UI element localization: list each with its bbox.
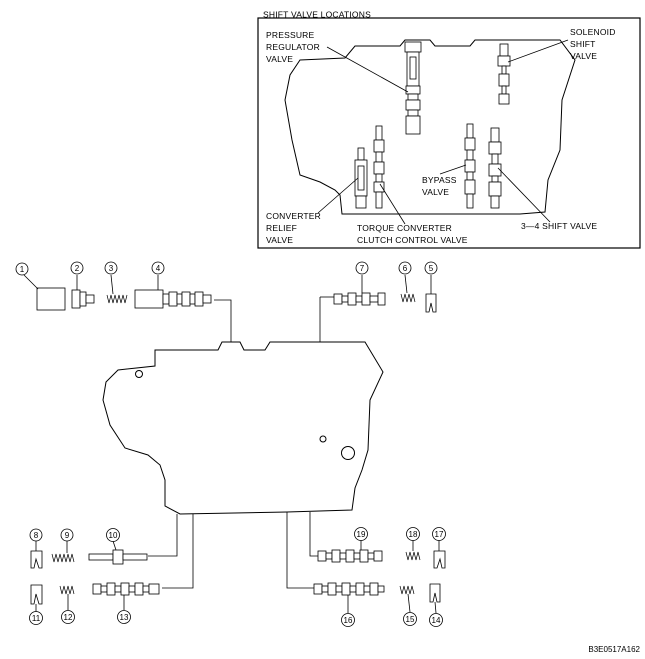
part-4-valve [134, 289, 212, 309]
svg-text:BYPASS: BYPASS [422, 175, 457, 185]
svg-text:VALVE: VALVE [422, 187, 449, 197]
label-torque-converter-clutch-control-valve: TORQUE CONVERTER CLUTCH CONTROL VALVE [357, 223, 468, 245]
callout-19: 19 [354, 527, 368, 541]
part-2-sleeve [71, 289, 95, 309]
svg-text:8: 8 [34, 531, 39, 540]
label-bypass-valve: BYPASS VALVE [422, 175, 457, 197]
callout-10: 10 [106, 528, 120, 542]
svg-text:CONVERTER: CONVERTER [266, 211, 321, 221]
main-body-hole [341, 446, 355, 460]
svg-text:15: 15 [406, 615, 415, 624]
main-valve-body-outline [102, 341, 384, 515]
svg-text:6: 6 [403, 264, 408, 273]
svg-text:7: 7 [360, 264, 365, 273]
svg-text:17: 17 [435, 530, 444, 539]
svg-text:TORQUE CONVERTER: TORQUE CONVERTER [357, 223, 452, 233]
part-1-plug [36, 287, 66, 311]
part-17-cap [433, 550, 446, 569]
part-15-spring [399, 585, 415, 595]
svg-text:SHIFT: SHIFT [570, 39, 596, 49]
part-8-cap [30, 550, 43, 569]
svg-text:RELIEF: RELIEF [266, 223, 297, 233]
svg-text:4: 4 [156, 264, 161, 273]
svg-text:1: 1 [20, 265, 25, 274]
svg-text:REGULATOR: REGULATOR [266, 42, 320, 52]
svg-text:3: 3 [109, 264, 114, 273]
callout-1: 1 [15, 262, 29, 276]
label-3-4-shift-valve: 3—4 SHIFT VALVE [521, 221, 597, 231]
part-18-spring [405, 551, 421, 561]
part-6-spring [400, 293, 416, 303]
svg-text:10: 10 [109, 531, 118, 540]
svg-text:CLUTCH CONTROL VALVE: CLUTCH CONTROL VALVE [357, 235, 468, 245]
svg-text:14: 14 [432, 616, 441, 625]
inset-bypass-valve [464, 123, 476, 209]
callout-5: 5 [424, 261, 438, 275]
callout-3: 3 [104, 261, 118, 275]
callout-8: 8 [29, 528, 43, 542]
part-19-valve [317, 549, 383, 563]
inset-valve-body-outline [284, 39, 576, 215]
callout-18: 18 [406, 527, 420, 541]
part-10-valve [88, 549, 148, 565]
main-body-hole [135, 370, 143, 378]
callout-6: 6 [398, 261, 412, 275]
callout-11: 11 [29, 611, 43, 625]
part-3-spring [106, 294, 128, 304]
inset-title: SHIFT VALVE LOCATIONS [263, 10, 371, 20]
part-14-cap [429, 583, 441, 603]
svg-text:SOLENOID: SOLENOID [570, 27, 616, 37]
callout-13: 13 [117, 610, 131, 624]
inset-converter-relief-valve [354, 147, 368, 209]
label-converter-relief-valve: CONVERTER RELIEF VALVE [266, 211, 321, 245]
callout-7: 7 [355, 261, 369, 275]
inset-solenoid-shift-valve [497, 43, 511, 105]
svg-text:19: 19 [357, 530, 366, 539]
callout-12: 12 [61, 610, 75, 624]
svg-text:18: 18 [409, 530, 418, 539]
svg-text:9: 9 [65, 531, 70, 540]
label-pressure-regulator-valve: PRESSURE REGULATOR VALVE [266, 30, 320, 64]
svg-text:VALVE: VALVE [266, 54, 293, 64]
part-12-spring [59, 585, 75, 595]
svg-text:PRESSURE: PRESSURE [266, 30, 314, 40]
part-11-cap [30, 584, 43, 605]
part-9-spring [51, 553, 75, 563]
part-13-valve [92, 582, 160, 596]
svg-text:11: 11 [32, 614, 41, 623]
part-7-valve [333, 292, 386, 306]
inset-torque-converter-clutch-control-valve [373, 125, 385, 209]
callout-2: 2 [70, 261, 84, 275]
svg-text:2: 2 [75, 264, 80, 273]
inset-3-4-shift-valve [488, 127, 502, 209]
svg-text:16: 16 [344, 616, 353, 625]
svg-text:VALVE: VALVE [570, 51, 597, 61]
part-16-valve [313, 582, 385, 596]
svg-text:VALVE: VALVE [266, 235, 293, 245]
main-body-hole [319, 435, 327, 443]
callout-14: 14 [429, 613, 443, 627]
svg-text:5: 5 [429, 264, 434, 273]
callout-4: 4 [151, 261, 165, 275]
figure-code: B3E0517A162 [588, 645, 640, 654]
callout-17: 17 [432, 527, 446, 541]
label-solenoid-shift-valve: SOLENOID SHIFT VALVE [570, 27, 616, 61]
inset-pressure-regulator-valve [404, 41, 422, 135]
callout-16: 16 [341, 613, 355, 627]
svg-text:12: 12 [64, 613, 73, 622]
callout-9: 9 [60, 528, 74, 542]
part-5-cap [425, 293, 437, 313]
callout-15: 15 [403, 612, 417, 626]
shift-valve-locations-inset: SHIFT VALVE LOCATIONS [257, 10, 641, 249]
svg-text:13: 13 [120, 613, 129, 622]
